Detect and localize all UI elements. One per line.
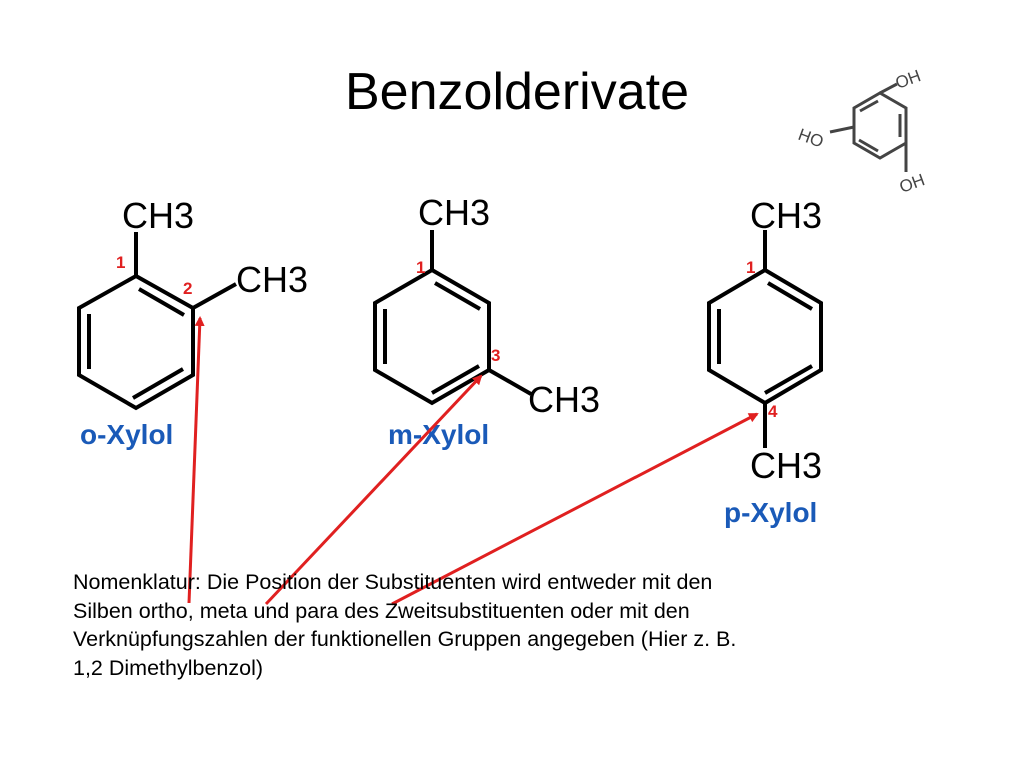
m-xylol-ch3-top-label: CH3 bbox=[418, 192, 490, 233]
o-xylol-ch3-second-label: CH3 bbox=[236, 259, 308, 300]
o-xylol-ch3-top: CH3 bbox=[122, 195, 194, 236]
phloroglucinol-oh-top: OH bbox=[893, 66, 923, 93]
p-xylol-ch3-second: CH3 bbox=[750, 445, 822, 486]
arrow-to-meta-position bbox=[264, 374, 483, 606]
m-xylol-ch3-top: CH3 bbox=[418, 192, 490, 233]
p-xylol-ch3-top-label: CH3 bbox=[750, 195, 822, 236]
p-xylol-name: p-Xylol bbox=[724, 497, 817, 528]
m-xylol-ch3-second: CH3 bbox=[528, 379, 600, 420]
p-xylol-position-1: 1 bbox=[746, 258, 755, 277]
m-xylol-name: m-Xylol bbox=[388, 419, 489, 450]
o-xylol-position-2: 2 bbox=[183, 279, 192, 298]
o-xylol-position-1: 1 bbox=[116, 253, 125, 272]
phloroglucinol-structure bbox=[829, 82, 908, 172]
m-xylol-position-3: 3 bbox=[491, 346, 500, 365]
arrow-to-ortho-position bbox=[187, 316, 205, 604]
p-xylol-ch3-second-label: CH3 bbox=[750, 445, 822, 486]
nomenclature-line: Silben ortho, meta und para des Zweitsub… bbox=[73, 598, 690, 623]
nomenclature-text: Nomenklatur: Die Position der Substituen… bbox=[73, 568, 913, 682]
m-xylol-ch3-second-label: CH3 bbox=[528, 379, 600, 420]
o-xylol-ch3-second: CH3 bbox=[236, 259, 308, 300]
m-xylol-structure bbox=[373, 230, 532, 406]
phloroglucinol-ho-left: HO bbox=[796, 125, 826, 152]
arrow-to-para-position bbox=[391, 412, 759, 606]
slide-title: Benzolderivate bbox=[345, 63, 689, 121]
o-xylol-name: o-Xylol bbox=[80, 419, 173, 450]
phloroglucinol-oh-bottom: OH bbox=[897, 170, 927, 197]
nomenclature-line: 1,2 Dimethylbenzol) bbox=[73, 655, 264, 680]
nomenclature-line: Nomenklatur: Die Position der Substituen… bbox=[73, 570, 713, 594]
o-xylol-ch3-top-label: CH3 bbox=[122, 195, 194, 236]
p-xylol-position-4: 4 bbox=[768, 402, 778, 421]
nomenclature-line: Verknüpfungszahlen der funktionellen Gru… bbox=[73, 627, 737, 651]
p-xylol-ch3-top: CH3 bbox=[750, 195, 822, 236]
o-xylol-structure bbox=[77, 232, 237, 411]
p-xylol-structure bbox=[707, 230, 823, 448]
m-xylol-position-1: 1 bbox=[416, 258, 425, 277]
